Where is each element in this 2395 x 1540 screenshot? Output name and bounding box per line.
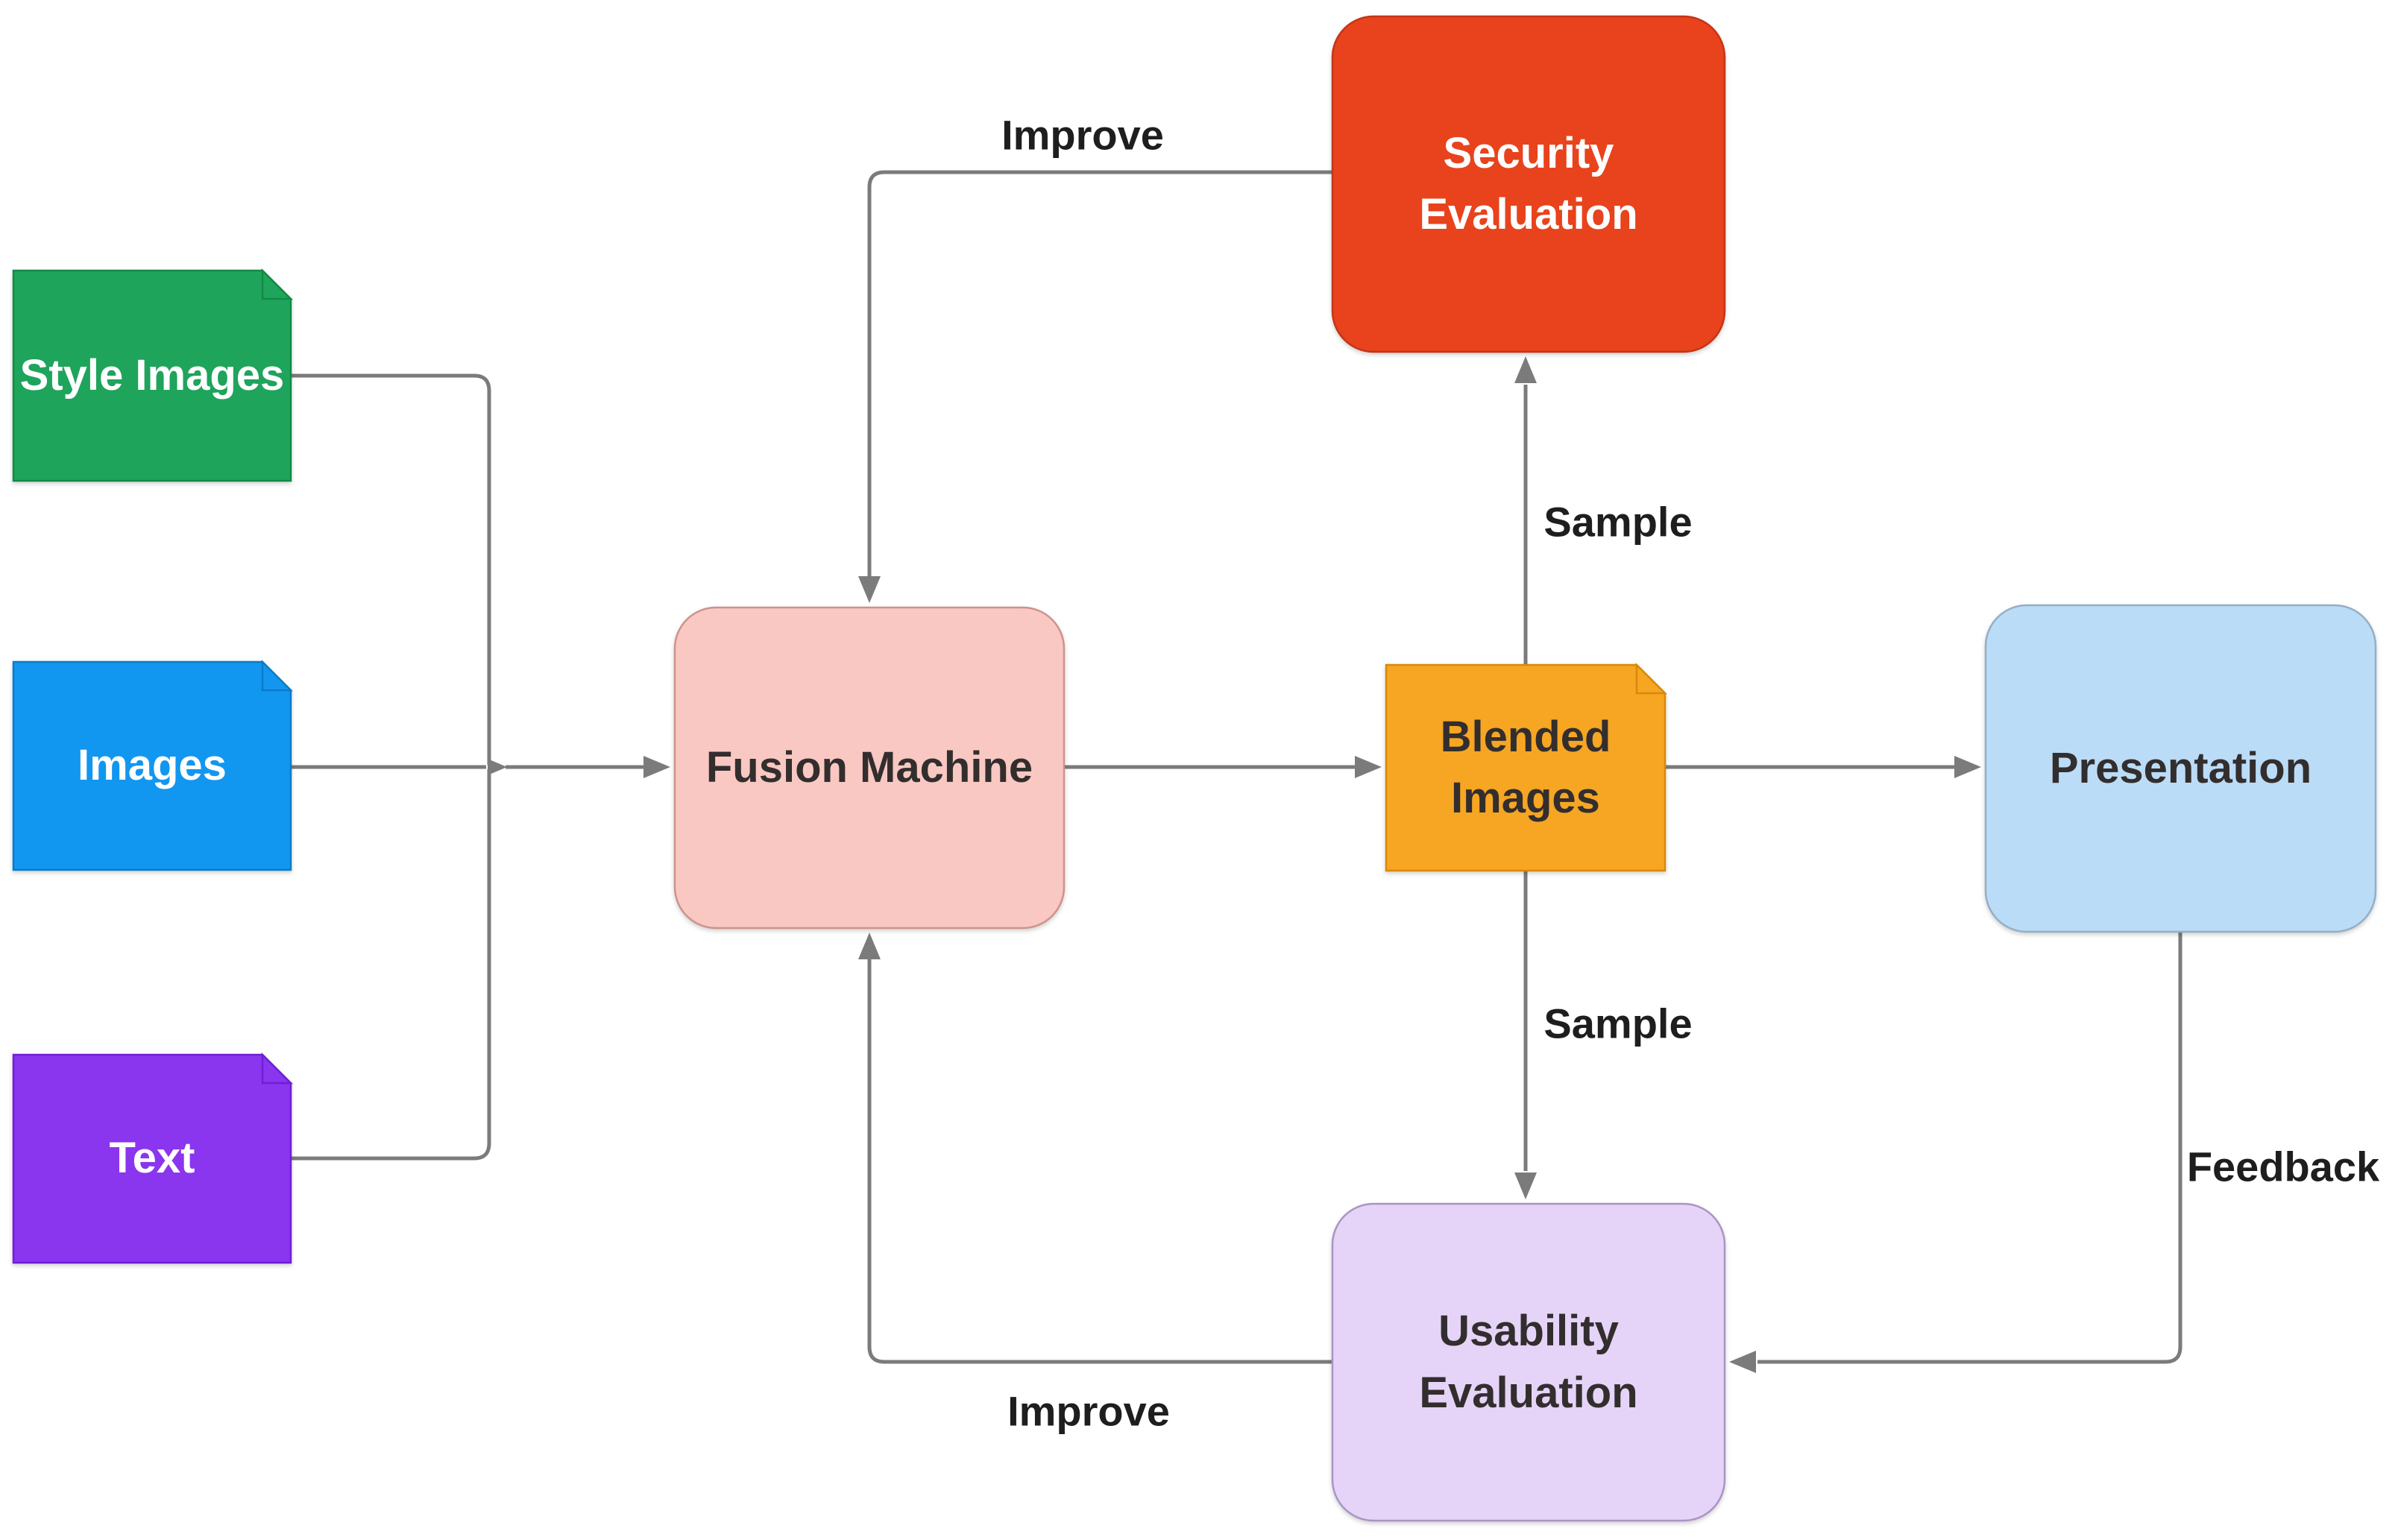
edge-style-images-to-merge-line bbox=[291, 373, 491, 765]
connector-lines bbox=[291, 170, 2182, 1364]
fold-corner-icon bbox=[1635, 662, 1668, 695]
fold-corner-icon bbox=[261, 659, 294, 692]
node-shapes bbox=[12, 15, 2377, 1522]
arrowheads bbox=[488, 356, 1981, 1373]
arrowhead-into-presentation-left bbox=[1954, 756, 1981, 778]
fusion-machine-shape bbox=[673, 606, 1066, 930]
arrowhead-into-fusion-top bbox=[858, 576, 881, 603]
security-evaluation-shape bbox=[1331, 15, 1726, 353]
usability-evaluation-shape bbox=[1331, 1202, 1726, 1522]
fold-corner-icon bbox=[261, 268, 294, 300]
arrowhead-merge-junction bbox=[488, 759, 507, 775]
arrowhead-into-usability-right bbox=[1729, 1351, 1756, 1373]
edge-text-to-merge-line bbox=[291, 769, 491, 1161]
text-shape bbox=[12, 1052, 294, 1264]
blended-images-shape bbox=[1385, 662, 1668, 872]
edge-presentation-to-usability-line bbox=[1757, 932, 2182, 1364]
presentation-shape bbox=[1984, 604, 2377, 933]
arrowhead-into-blended-left bbox=[1355, 756, 1382, 778]
fold-corner-icon bbox=[261, 1052, 294, 1085]
arrowhead-into-security-bottom bbox=[1514, 356, 1537, 383]
edge-usability-to-fusion-line bbox=[867, 958, 1332, 1364]
edge-security-to-fusion-line bbox=[867, 170, 1332, 578]
arrowhead-into-fusion-bottom bbox=[858, 932, 881, 959]
images-shape bbox=[12, 659, 294, 871]
arrowhead-into-fusion-left bbox=[643, 756, 670, 778]
arrowhead-into-usability-top bbox=[1514, 1173, 1537, 1199]
style-images-shape bbox=[12, 268, 294, 482]
